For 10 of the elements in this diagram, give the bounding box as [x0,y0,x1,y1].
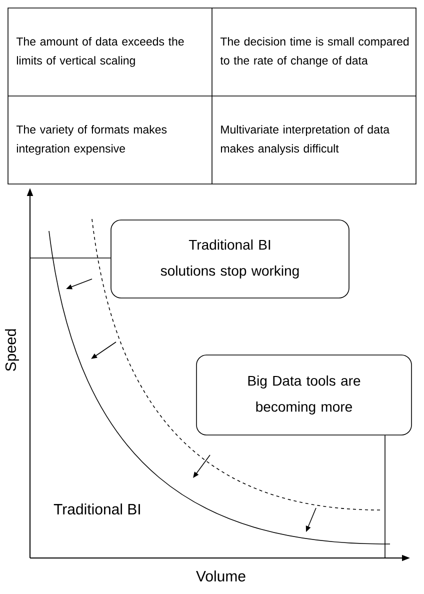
axis-label: Volume [196,570,246,582]
callout-box: Big Data tools are becoming more [196,354,412,436]
table-cell: The variety of formats makes integration expensive [16,125,167,155]
region-label: Traditional BI [54,504,140,514]
leader-line [384,435,386,558]
table-cell: Multivariate interpretation of data makes analysis difficult [220,125,390,155]
callout-box: Traditional BI solutions stop working [110,220,350,298]
table-cell: The amount of data exceeds the limits of vertical scaling [16,37,184,67]
table-cell: The decision time is small compared to the rate of change of data [220,37,409,67]
axis-label: Speed [5,329,19,372]
